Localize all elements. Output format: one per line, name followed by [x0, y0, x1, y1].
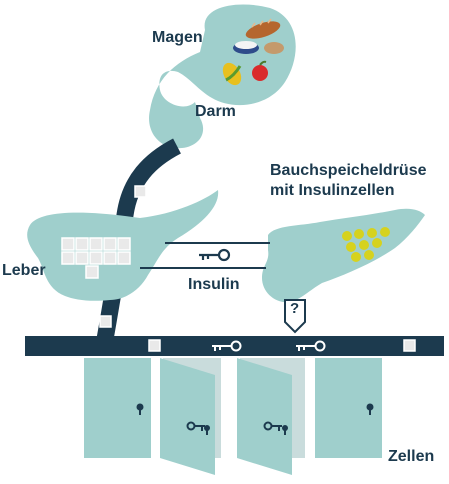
label-intestine: Darm [195, 103, 236, 120]
membrane-bar [25, 336, 444, 356]
label-stomach: Magen [152, 29, 203, 46]
cell-door-open [237, 358, 292, 475]
keyhole-icon [186, 421, 205, 431]
insulin-cell-dots [342, 227, 390, 262]
label-cells: Zellen [388, 448, 435, 465]
pancreas-shape [262, 208, 425, 303]
blood-vessel [95, 138, 182, 347]
sugar-cube-icon [99, 315, 112, 328]
cell-door-open [160, 358, 215, 475]
keyhole-icon [282, 425, 288, 435]
label-pancreas-line2: mit Insulinzellen [270, 182, 395, 199]
stomach-shape [149, 4, 296, 149]
sugar-cube-icon [61, 237, 131, 279]
keyhole-icon [136, 403, 144, 415]
keyhole-icon [204, 425, 210, 435]
sugar-cube-icon [148, 339, 161, 352]
label-question: ? [290, 300, 300, 317]
sugar-cube-icon [134, 185, 147, 198]
keyhole-icon [263, 421, 282, 431]
keyhole-icon [366, 403, 374, 415]
question-pin [284, 299, 306, 334]
label-pancreas-line1: Bauchspeicheldrüse [270, 162, 427, 179]
key-icon [296, 340, 326, 352]
key-icon [212, 340, 242, 352]
label-insulin: Insulin [188, 276, 240, 293]
key-icon [199, 248, 231, 262]
food-icon [222, 18, 284, 86]
sugar-cube-icon [403, 339, 416, 352]
label-liver: Leber [2, 262, 46, 279]
